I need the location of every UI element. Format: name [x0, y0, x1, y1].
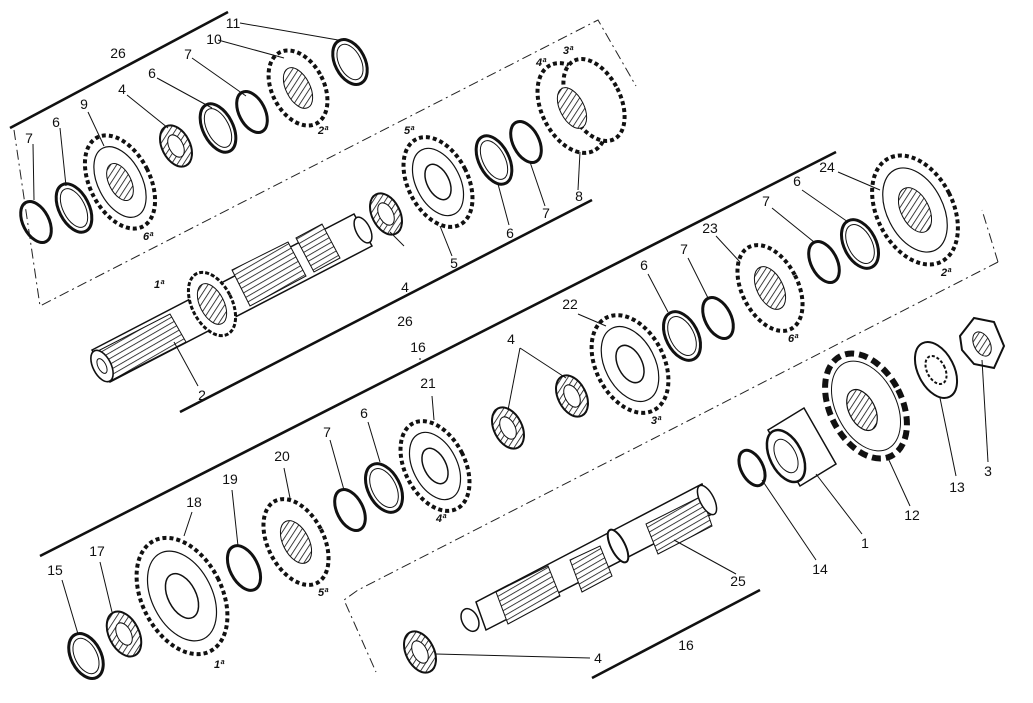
gear-23-sixth-secondary — [735, 243, 805, 333]
callout-8: 8 — [575, 188, 583, 204]
callout-10: 10 — [206, 31, 222, 47]
group-bracket-primary-shaft — [9, 10, 637, 414]
mark-sixth-primary: 6ª — [143, 231, 154, 243]
callout-25: 25 — [730, 573, 746, 589]
mark-fourth-primary: 4ª — [535, 57, 547, 69]
gear-18-first-secondary — [134, 535, 230, 657]
callout-7-b: 7 — [25, 130, 33, 146]
callout-4-d: 4 — [594, 650, 602, 666]
nut-3 — [958, 316, 1006, 370]
mark-fifth-secondary: 5ª — [318, 587, 329, 599]
callout-24: 24 — [819, 159, 835, 175]
gear-5-fifth-primary — [401, 135, 475, 229]
sprocket-12 — [822, 350, 910, 462]
callout-7-d: 7 — [323, 424, 331, 440]
spacer-1 — [765, 406, 838, 488]
callout-labels: 11 26 10 7 6 4 9 6 7 4 5 6 7 8 26 2 16 4… — [25, 15, 992, 666]
callout-16-bottom: 16 — [678, 637, 694, 653]
callout-22: 22 — [562, 296, 578, 312]
needle-bearing-4c — [491, 406, 525, 450]
callout-3: 3 — [984, 463, 992, 479]
gear-ratio-marks: 2ª 4ª 3ª 5ª 6ª 1ª 2ª 6ª 3ª 4ª 5ª 1ª — [143, 45, 952, 671]
mark-first-secondary: 1ª — [214, 659, 225, 671]
callout-14: 14 — [812, 561, 828, 577]
gear-10-second-primary — [266, 48, 330, 128]
mark-second-primary: 2ª — [317, 125, 329, 137]
callout-26-top: 26 — [110, 45, 126, 61]
mark-sixth-secondary: 6ª — [788, 333, 799, 345]
callout-7-a: 7 — [184, 46, 192, 62]
gear-8-third-fourth-primary — [535, 57, 627, 155]
secondary-shaft — [460, 482, 718, 633]
leader-lines — [32, 22, 989, 659]
needle-bearing-17 — [105, 610, 143, 658]
callout-26-bottom: 26 — [397, 313, 413, 329]
group-bracket-secondary-shaft — [39, 150, 999, 680]
mark-fifth-primary: 5ª — [404, 125, 415, 137]
gear-9-sixth-primary — [82, 133, 158, 231]
callout-16-top: 16 — [410, 339, 426, 355]
callout-9: 9 — [80, 96, 88, 112]
callout-4-b: 4 — [401, 279, 409, 295]
callout-6-d: 6 — [360, 405, 368, 421]
rings — [19, 38, 881, 680]
callout-6-e: 6 — [640, 257, 648, 273]
callout-2: 2 — [198, 387, 206, 403]
callout-19: 19 — [222, 471, 238, 487]
callout-20: 20 — [274, 448, 290, 464]
callout-11: 11 — [226, 15, 241, 31]
primary-first-gear — [186, 270, 238, 338]
callout-7-c: 7 — [542, 205, 550, 221]
gear-22-third-secondary — [589, 313, 671, 415]
callout-7-e: 7 — [680, 241, 688, 257]
callout-4-c: 4 — [507, 331, 515, 347]
callout-6-f: 6 — [793, 173, 801, 189]
callout-15: 15 — [47, 562, 63, 578]
callout-18: 18 — [186, 494, 202, 510]
callout-4-a: 4 — [118, 81, 126, 97]
lock-washer-13 — [913, 341, 959, 399]
callout-12: 12 — [904, 507, 920, 523]
needle-bearing-4b — [369, 192, 403, 236]
callout-6-c: 6 — [506, 225, 514, 241]
callout-1: 1 — [861, 535, 869, 551]
gear-24-second-secondary — [870, 153, 960, 267]
callout-6-b: 6 — [52, 114, 60, 130]
gear-20-fifth-secondary — [261, 497, 331, 587]
callout-23: 23 — [702, 220, 718, 236]
callout-17: 17 — [89, 543, 105, 559]
mark-third-primary: 3ª — [563, 45, 574, 57]
needle-bearing-4d — [555, 374, 589, 418]
mark-fourth-secondary: 4ª — [435, 513, 447, 525]
callout-6-a: 6 — [148, 65, 156, 81]
mark-third-secondary: 3ª — [651, 415, 662, 427]
callout-21: 21 — [420, 375, 436, 391]
mark-first-primary: 1ª — [154, 279, 165, 291]
callout-5: 5 — [450, 255, 458, 271]
needle-bearing-4e — [403, 630, 437, 674]
mark-second-secondary: 2ª — [940, 267, 952, 279]
callout-13: 13 — [949, 479, 965, 495]
gear-21-fourth-secondary — [398, 419, 472, 513]
callout-7-f: 7 — [762, 193, 770, 209]
needle-bearing-4a — [159, 124, 193, 168]
